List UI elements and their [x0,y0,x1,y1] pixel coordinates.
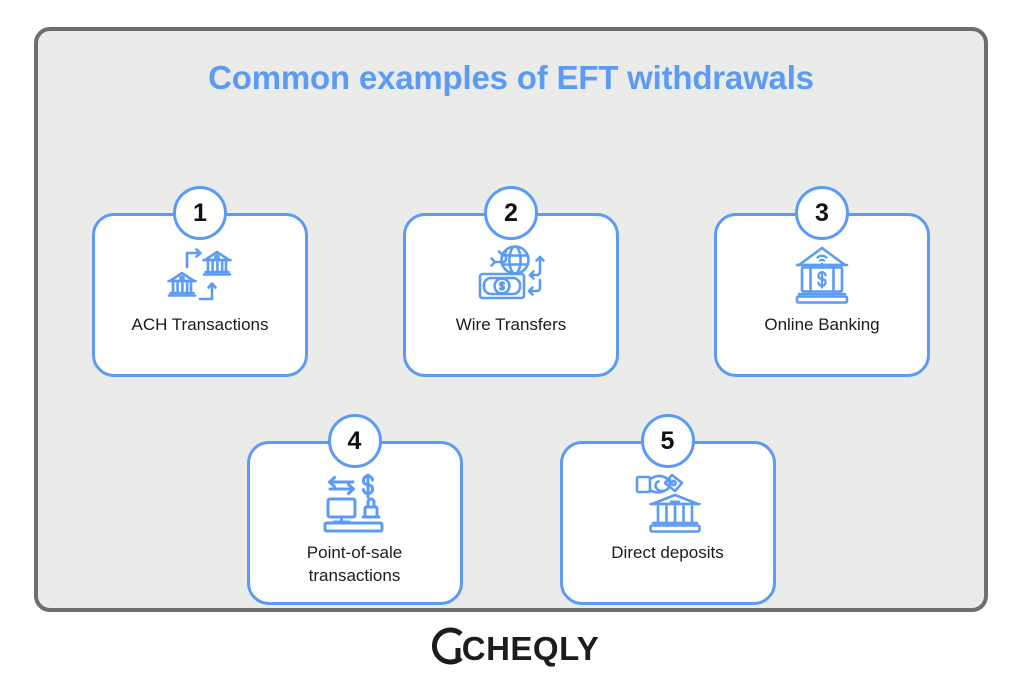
card-point-of-sale-transactions[interactable]: Point-of-sale transactions 4 [246,414,463,605]
pos-terminal-icon [320,470,390,536]
card-label: Wire Transfers [455,315,567,334]
card-direct-deposits[interactable]: Direct deposits 5 [559,414,776,605]
hand-deposit-bank-icon [634,470,702,536]
card-label: Point-of-sale transactions [306,543,403,585]
card-online-banking[interactable]: Online Banking 3 [714,186,930,377]
card-wire-transfers[interactable]: Wire Transfers 2 [403,186,619,377]
card-body[interactable]: Point-of-sale transactions [246,441,463,605]
card-number-badge: 5 [640,414,695,468]
card-number-badge: 3 [795,186,849,240]
brand-logo: CHEQLY [0,624,1024,673]
card-ach-transactions[interactable]: ACH Transactions 1 [92,186,308,377]
card-number-badge: 1 [173,186,227,240]
card-row-2: Point-of-sale transactions 4 [38,414,984,605]
card-label: Direct deposits [611,543,724,562]
page-title: Common examples of EFT withdrawals [208,59,814,96]
globe-banknote-transfer-icon [472,242,550,308]
card-body[interactable]: ACH Transactions [92,213,308,377]
card-body[interactable]: Direct deposits [559,441,776,605]
cheqly-c-mark-icon [425,624,471,673]
card-number-badge: 2 [484,186,538,240]
two-banks-transfer-icon [164,242,236,308]
infographic-panel: Common examples of EFT withdrawals [34,27,988,612]
card-label: Online Banking [764,315,880,334]
bank-wifi-dollar-icon [791,242,853,308]
card-body[interactable]: Online Banking [714,213,930,377]
card-label: ACH Transactions [131,315,269,334]
brand-logo-text: CHEQLY [461,629,600,667]
card-number-badge: 4 [327,414,382,468]
card-row-1: ACH Transactions 1 [38,186,984,377]
